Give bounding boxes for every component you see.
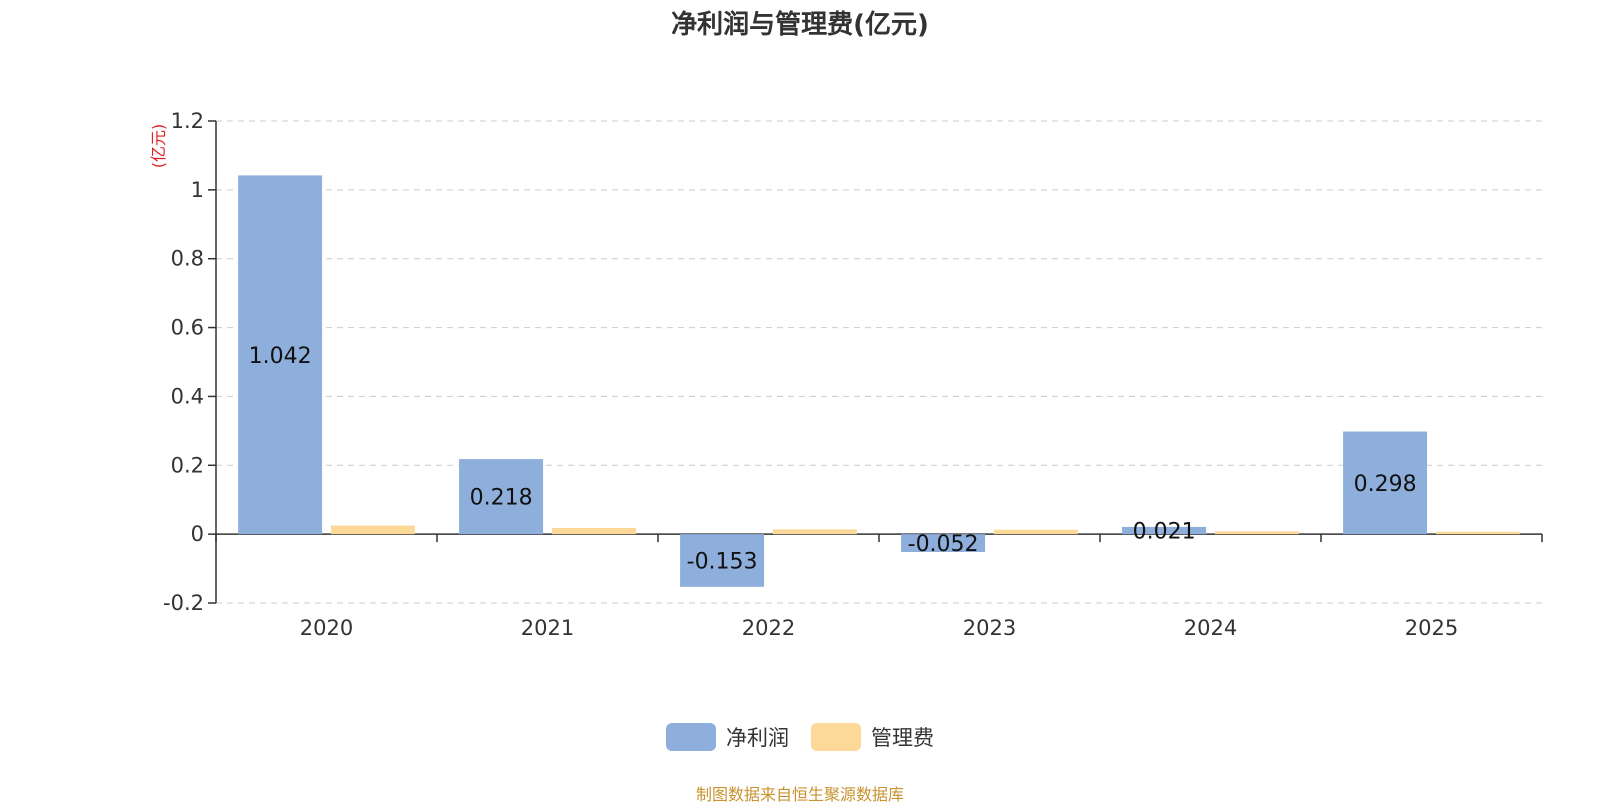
legend-label-net-profit: 净利润 <box>726 726 789 750</box>
legend-item-admin-expense[interactable]: 管理费 <box>811 722 934 752</box>
data-labels: 1.042 0.218 -0.153 -0.052 0.021 0.298 <box>249 344 1417 575</box>
gridlines <box>216 120 1542 604</box>
bar-net-profit-2021 <box>459 459 544 535</box>
data-label-2023: -0.052 <box>908 532 979 557</box>
data-label-2025: 0.298 <box>1354 472 1417 497</box>
x-category-label: 2020 <box>300 616 353 640</box>
y-tick-label: 0.6 <box>171 316 204 340</box>
bar-admin-expense-2021 <box>551 527 636 535</box>
bars <box>238 175 1520 587</box>
bar-admin-expense-2024 <box>1214 531 1299 535</box>
y-tick-label: 0.8 <box>171 247 204 271</box>
bar-net-profit-2022 <box>680 534 765 587</box>
data-label-2024: 0.021 <box>1133 520 1196 545</box>
legend: 净利润 管理费 <box>0 722 1600 752</box>
y-tick-label: 0.2 <box>171 453 204 477</box>
y-tick-label: -0.2 <box>163 591 204 615</box>
axes: -0.2 0 0.2 0.4 0.6 0.8 1 1.2 2020 2021 2022 2023 202… <box>163 109 1543 640</box>
y-axis-unit-label: (亿元) <box>149 124 168 169</box>
x-category-label: 2021 <box>521 616 574 640</box>
y-tick-label: 1.2 <box>171 109 204 133</box>
bar-net-profit-2020 <box>238 175 323 535</box>
bar-admin-expense-2020 <box>330 525 415 535</box>
bar-admin-expense-2022 <box>772 529 857 535</box>
source-note: 制图数据来自恒生聚源数据库 <box>695 785 904 804</box>
bar-admin-expense-2025 <box>1435 531 1520 535</box>
x-category-label: 2023 <box>963 616 1016 640</box>
x-category-label: 2025 <box>1405 616 1458 640</box>
data-label-2021: 0.218 <box>470 486 533 511</box>
legend-item-net-profit[interactable]: 净利润 <box>666 722 789 752</box>
bar-net-profit-2024 <box>1122 526 1207 535</box>
bar-net-profit-2023 <box>901 534 986 553</box>
y-tick-label: 1 <box>191 178 204 202</box>
bar-net-profit-2025 <box>1343 431 1428 535</box>
legend-label-admin-expense: 管理费 <box>871 726 934 750</box>
x-category-label: 2022 <box>742 616 795 640</box>
bar-admin-expense-2023 <box>993 529 1078 535</box>
legend-swatch-admin-expense <box>811 723 861 751</box>
y-tick-label: 0.4 <box>171 384 204 408</box>
legend-swatch-net-profit <box>666 723 716 751</box>
x-category-label: 2024 <box>1184 616 1237 640</box>
data-label-2022: -0.153 <box>687 549 758 574</box>
data-label-2020: 1.042 <box>249 344 312 369</box>
y-tick-label: 0 <box>191 522 204 546</box>
chart-title: 净利润与管理费(亿元) <box>671 10 929 40</box>
